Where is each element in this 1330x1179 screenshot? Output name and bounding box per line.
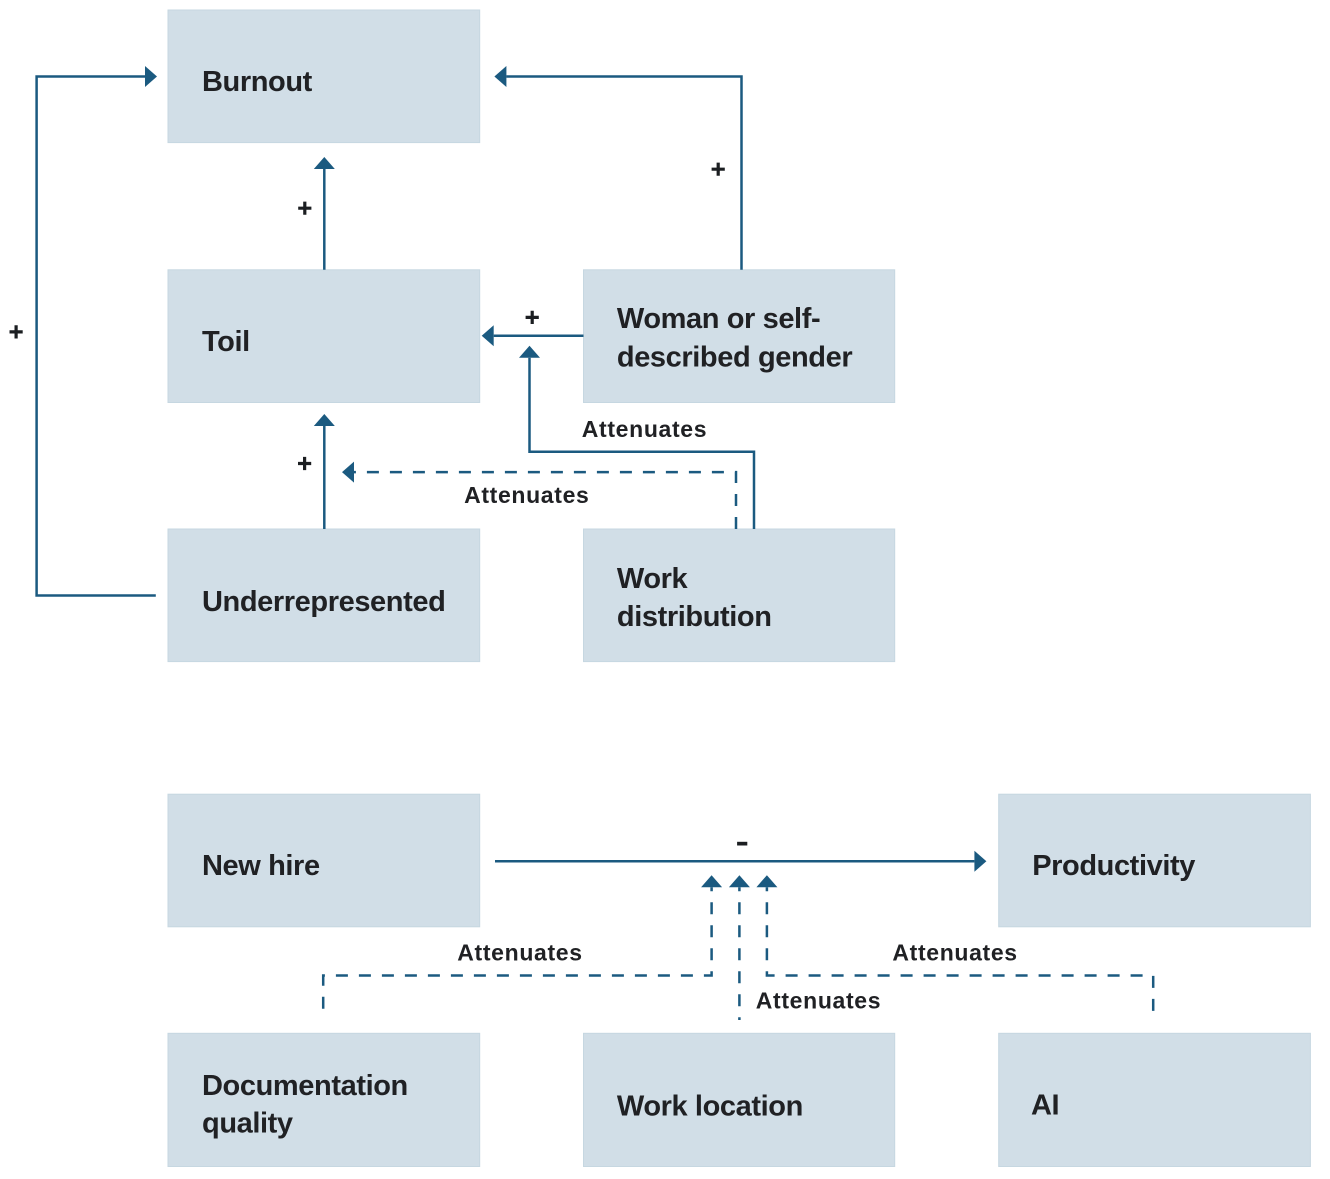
svg-text:New hire: New hire — [202, 850, 320, 882]
svg-text:Attenuates: Attenuates — [756, 987, 881, 1013]
svg-text:Woman or self-: Woman or self- — [617, 303, 820, 335]
svg-text:Underrepresented: Underrepresented — [202, 586, 445, 618]
svg-text:distribution: distribution — [617, 601, 772, 633]
svg-text:Productivity: Productivity — [1032, 850, 1195, 882]
svg-text:Toil: Toil — [202, 326, 250, 358]
svg-text:Attenuates: Attenuates — [457, 940, 582, 966]
svg-text:Work location: Work location — [617, 1090, 803, 1122]
svg-text:Documentation: Documentation — [202, 1070, 408, 1102]
svg-text:quality: quality — [202, 1108, 293, 1140]
svg-text:Attenuates: Attenuates — [892, 940, 1017, 966]
svg-text:AI: AI — [1031, 1089, 1059, 1121]
svg-text:Work: Work — [617, 563, 689, 595]
svg-text:Burnout: Burnout — [202, 66, 313, 98]
svg-text:described gender: described gender — [617, 341, 852, 373]
svg-text:Attenuates: Attenuates — [582, 416, 707, 442]
svg-text:Attenuates: Attenuates — [464, 482, 589, 508]
